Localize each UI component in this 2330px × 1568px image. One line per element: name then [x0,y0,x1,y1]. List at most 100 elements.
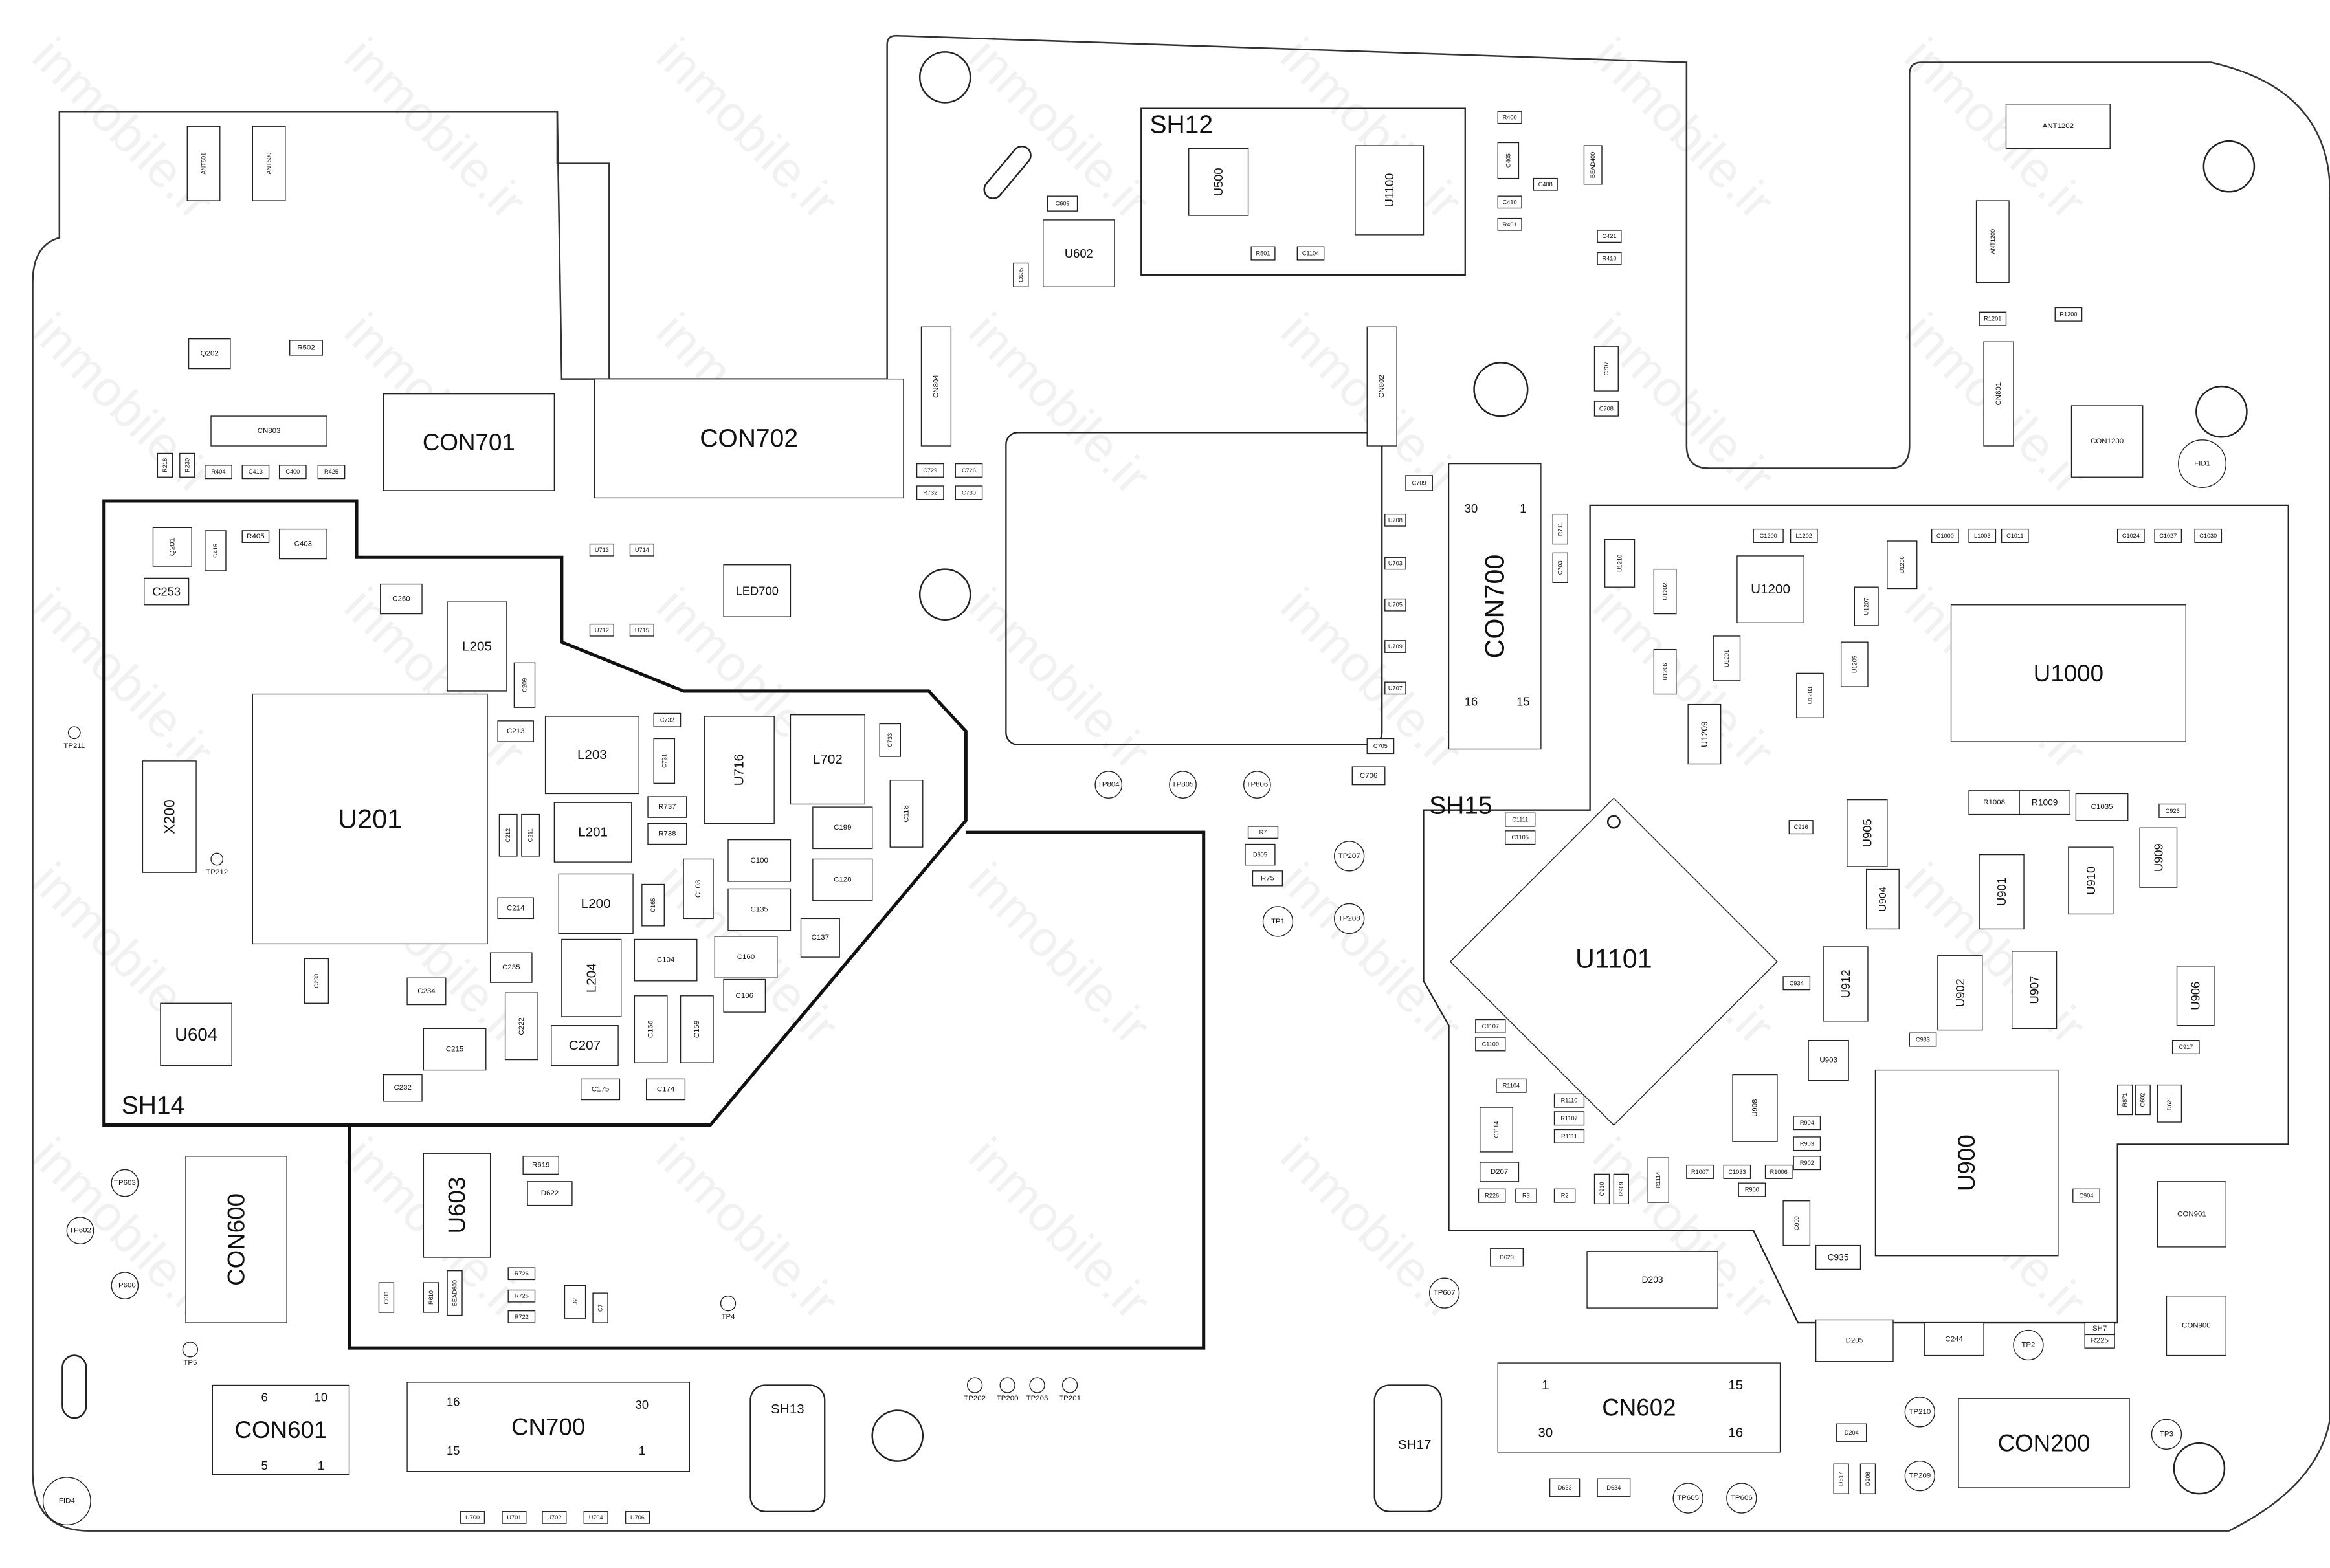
cpu-shield-frame [1005,432,1383,745]
component-c232: C232 [383,1074,423,1102]
component-label: U906 [2189,982,2202,1010]
component-c244: C244 [1924,1322,1984,1356]
component-bead600: BEAD600 [447,1270,463,1316]
component-u603: U603 [423,1153,491,1258]
component-label: U909 [2151,843,2165,872]
component-r1111: R1111 [1553,1129,1585,1143]
component-con901: CON901 [2157,1181,2226,1248]
component-body [1874,1069,2059,1257]
connector-cutout [556,111,610,379]
component-body [489,952,533,983]
component-d205: D205 [1815,1319,1894,1362]
component-body [460,1511,485,1524]
component-label: R1007 [1691,1169,1709,1175]
mounting-hole [1473,362,1529,417]
component-label: U715 [635,627,649,634]
component-c235: C235 [489,952,533,983]
component-label: R400 [1503,114,1517,120]
component-label: C1104 [1302,250,1319,257]
component-body [522,1156,559,1175]
component-label: C104 [657,956,675,964]
component-body [1583,145,1603,185]
component-body [186,126,221,201]
component-c916: C916 [1788,820,1814,835]
component-body [447,1270,463,1316]
component-label: U716 [732,754,747,786]
component-q202: Q202 [188,338,231,370]
component-label: U1209 [1700,721,1709,747]
component-body [1865,868,1900,930]
test-point-tp806: TP806 [1243,771,1271,799]
test-point-tp605: TP605 [1672,1483,1703,1514]
component-body [683,858,714,920]
component-body [2176,966,2215,1026]
component-u907: U907 [2011,951,2058,1029]
component-u1209: U1209 [1687,703,1722,765]
component-body [160,1002,232,1066]
component-body [594,378,904,499]
component-u1207: U1207 [1854,586,1879,626]
component-label: L203 [577,747,607,762]
component-label: C1114 [1493,1121,1500,1138]
component-body [2154,528,2182,543]
component-body [634,995,668,1063]
component-u1205: U1205 [1840,641,1869,687]
test-point-label: TP602 [69,1227,91,1235]
cn700-pin-16: 16 [447,1395,460,1408]
component-body [507,1310,536,1323]
component-u715: U715 [629,623,654,637]
component-c605: C605 [1013,262,1029,287]
component-r1201: R1201 [1979,311,2007,326]
test-point-label: TP203 [1026,1395,1048,1402]
component-r3: R3 [1515,1188,1537,1203]
component-body [406,1382,690,1472]
test-point-pad [966,1377,983,1393]
test-point-pad [1169,771,1197,799]
component-body [1355,145,1425,236]
component-label: CON600 [223,1193,250,1286]
test-point-tp212: TP212 [206,852,228,876]
component-label: C212 [505,828,511,843]
component-body [205,530,227,571]
sh12-label: SH12 [1149,111,1213,138]
cn602-pin-1: 1 [1542,1378,1549,1393]
component-c935: C935 [1815,1244,1861,1270]
component-c900: C900 [1782,1200,1811,1246]
component-label: R401 [1503,221,1517,228]
component-body [1597,1478,1631,1497]
component-con701: CON701 [383,393,555,491]
component-label: C708 [1599,406,1614,412]
component-body [1597,230,1622,243]
component-label: R903 [1800,1140,1814,1147]
sh13-label: SH13 [771,1402,804,1417]
component-u1203: U1203 [1796,672,1824,718]
test-point-tp209: TP209 [1904,1460,1935,1492]
component-body [1840,641,1869,687]
component-c708: C708 [1593,401,1619,417]
component-u1208: U1208 [1887,540,1918,590]
component-label: R404 [212,469,226,475]
component-body [497,897,534,920]
component-label: U904 [1877,887,1889,911]
component-label: U1206 [1662,663,1669,681]
component-label: LED700 [736,584,779,597]
sh15-label: SH15 [1429,791,1492,819]
component-r900: R900 [1738,1182,1766,1197]
component-body [144,577,190,606]
shield-sh13-region [348,830,1206,1350]
component-label: CON702 [700,425,798,452]
component-body [920,326,952,447]
component-u602: U602 [1043,219,1115,287]
test-point-label: TP202 [964,1395,986,1402]
component-body [2072,1188,2100,1203]
component-body [641,883,665,927]
component-body [553,802,632,863]
shield-sh14 [102,499,968,1127]
test-point-tp208: TP208 [1334,903,1365,934]
component-c707: C707 [1593,346,1619,392]
slot-hole [983,145,1032,199]
test-point-pad [1904,1460,1935,1492]
component-label: D621 [2166,1096,2173,1110]
component-u706: U706 [625,1511,650,1524]
component-body [1250,246,1276,261]
